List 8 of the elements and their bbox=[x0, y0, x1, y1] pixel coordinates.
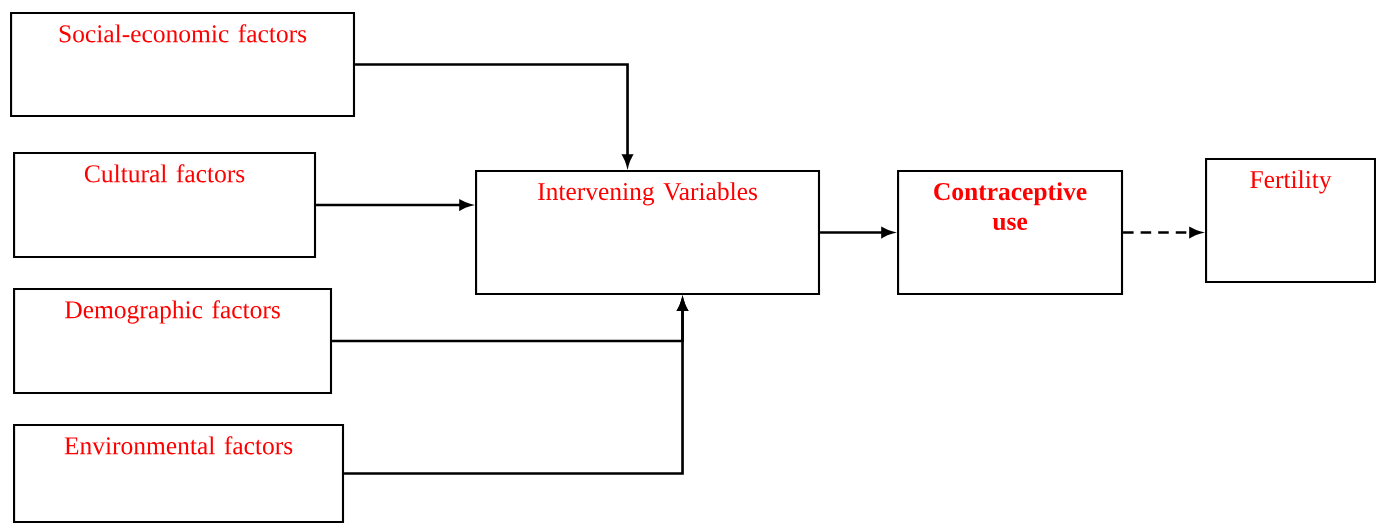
factor-box: Cultural factors bbox=[13, 152, 317, 259]
factor-box: Social-economic factors bbox=[10, 12, 356, 118]
factor-box: Demographic factors bbox=[13, 288, 333, 395]
arrow bbox=[316, 199, 472, 211]
factor-box: Environmental factors bbox=[13, 424, 345, 523]
factor-box: Intervening Variables bbox=[475, 170, 821, 296]
factor-box: Contraceptive use bbox=[897, 170, 1124, 296]
factor-box: Fertility bbox=[1205, 158, 1376, 284]
